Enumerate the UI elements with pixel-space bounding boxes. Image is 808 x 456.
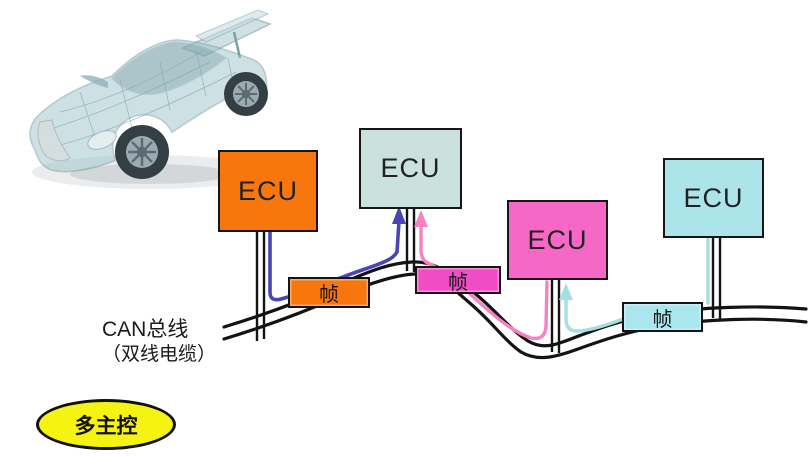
- frame-box-3: 帧: [622, 302, 703, 332]
- arrow-pink-head-icon: [414, 210, 428, 227]
- ecu-label-3: ECU: [527, 224, 588, 255]
- frame-label-2: 帧: [448, 271, 468, 294]
- car-front-wheel-icon: [115, 125, 169, 179]
- frame-box-1: 帧: [288, 277, 370, 308]
- car-rear-wheel-icon: [224, 72, 268, 116]
- ecu-label-4: ECU: [683, 182, 744, 213]
- arrow-cyan-head-icon: [559, 283, 573, 300]
- car-mirror-icon: [80, 75, 108, 88]
- frame-label-3: 帧: [652, 308, 673, 331]
- frame-box-2: 帧: [415, 266, 501, 294]
- multimaster-badge-label: 多主控: [74, 414, 138, 438]
- ecu-box-3: ECU: [507, 200, 608, 280]
- ecu-box-1: ECU: [218, 150, 318, 232]
- frame-label-1: 帧: [319, 284, 339, 306]
- arrow-blue-head-icon: [392, 206, 406, 224]
- ecu-label-1: ECU: [237, 175, 298, 206]
- car-spoiler-blade: [194, 9, 270, 43]
- can-bus-label-line1: CAN总线: [102, 318, 189, 341]
- car-wireframe-mesh: [39, 49, 237, 149]
- ecu-box-4: ECU: [663, 158, 764, 238]
- can-bus-label-line2: （双线电缆）: [102, 344, 217, 365]
- can-bus-label: CAN总线 （双线电缆）: [102, 318, 216, 367]
- car-headlight-icon: [87, 130, 117, 150]
- multimaster-badge: 多主控: [36, 399, 176, 450]
- ecu-box-2: ECU: [359, 128, 462, 209]
- arrow-cyan-line: [564, 294, 628, 333]
- car-grille-icon: [37, 119, 71, 162]
- ecu-stems: [255, 207, 722, 353]
- ecu-label-2: ECU: [380, 153, 441, 183]
- arrow-cyan-path: [559, 237, 710, 333]
- car-illustration: [29, 9, 272, 189]
